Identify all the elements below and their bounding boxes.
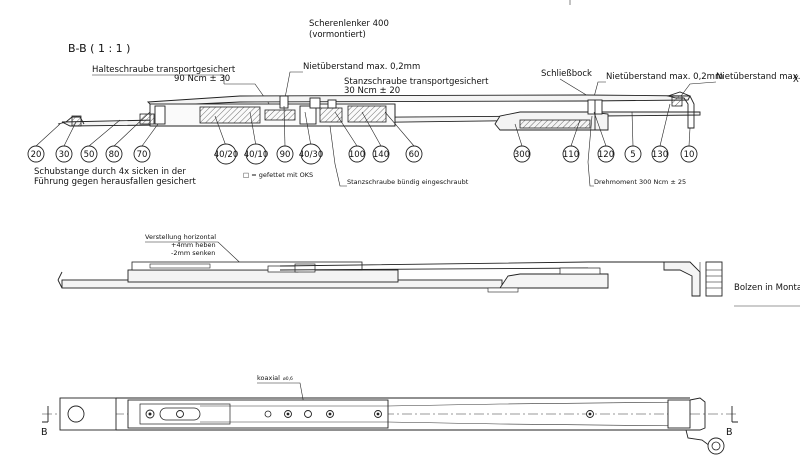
top-view: koaxial ø0,6 B B [41, 374, 738, 455]
svg-text:40/20: 40/20 [214, 150, 239, 160]
balloon-40-10: 40/10 [244, 143, 269, 165]
note-nietueberstand-right: Nietüberstand max. 0,2mm [716, 72, 800, 82]
note-koaxial: koaxial [257, 374, 280, 382]
svg-text:70: 70 [137, 150, 148, 160]
svg-text:60: 60 [409, 150, 420, 160]
side-view: Verstellung horizontal +4mm heben -2mm s… [57, 233, 723, 297]
balloon-110: 110 [562, 145, 580, 163]
note-drehmoment: Drehmoment 300 Ncm ± 25 [594, 178, 686, 186]
svg-text:50: 50 [84, 150, 95, 160]
scherenlenker-label: Scherenlenker 400 [309, 19, 389, 29]
section-mark-left: B [41, 427, 48, 438]
balloon-40-30: 40/30 [299, 143, 324, 165]
svg-text:120: 120 [598, 150, 614, 160]
section-mark-right: B [726, 427, 733, 438]
balloon-100: 100 [348, 145, 366, 163]
svg-text:20: 20 [31, 150, 42, 160]
balloon-leaders [35, 103, 691, 147]
note-stanzschraube-buendig: Stanzschraube bündig eingeschraubt [347, 178, 469, 186]
balloon-20: 20 [27, 145, 45, 163]
balloon-40-20: 40/20 [214, 143, 239, 165]
note-verstellung-heben: +4mm heben [171, 241, 216, 249]
svg-text:5: 5 [630, 150, 635, 160]
balloon-70: 70 [133, 145, 151, 163]
svg-text:100: 100 [349, 150, 365, 160]
note-schliessbock: Schließbock [541, 69, 592, 79]
balloon-30: 30 [55, 145, 73, 163]
note-stanzschraube: Stanzschraube transportgesichert [344, 77, 489, 87]
svg-text:140: 140 [373, 150, 389, 160]
note-verstellung: Verstellung horizontal [145, 233, 216, 241]
balloon-120: 120 [597, 145, 615, 163]
balloon-80: 80 [105, 145, 123, 163]
balloon-130: 130 [651, 145, 669, 163]
svg-text:110: 110 [563, 150, 579, 160]
section-title: B-B ( 1 : 1 ) [68, 42, 130, 55]
balloon-90: 90 [276, 145, 294, 163]
svg-text:40/30: 40/30 [299, 150, 324, 160]
note-nietueberstand-mid: Nietüberstand max. 0,2mm [606, 72, 723, 82]
scherenlenker-sublabel: (vormontiert) [309, 30, 366, 40]
note-stanzschraube-torque: 30 Ncm ± 20 [344, 86, 400, 96]
svg-text:80: 80 [109, 150, 120, 160]
note-koaxial-tol: ø0,6 [283, 376, 293, 382]
note-halteschraube-torque: 90 Ncm ± 30 [174, 74, 230, 84]
cut-letter-x: X [793, 75, 799, 85]
note-nietueberstand-left: Nietüberstand max. 0,2mm [303, 62, 420, 72]
balloon-50: 50 [80, 145, 98, 163]
note-schubstange-2: Führung gegen herausfallen gesichert [34, 177, 196, 187]
svg-text:30: 30 [59, 150, 70, 160]
section-view-bb [57, 91, 701, 131]
svg-text:130: 130 [652, 150, 668, 160]
note-bolzen: Bolzen in Montag [734, 283, 800, 293]
balloon-5: 5 [624, 145, 642, 163]
note-schubstange: Schubstange durch 4x sicken in der [34, 167, 186, 177]
svg-text:300: 300 [514, 150, 530, 160]
svg-text:40/10: 40/10 [244, 150, 269, 160]
svg-text:90: 90 [280, 150, 291, 160]
balloon-row: 20 30 50 80 70 40/20 40/10 90 40/30 100 … [27, 143, 698, 165]
note-gefettet: □ = gefettet mit OKS [243, 171, 313, 179]
note-verstellung-senken: -2mm senken [171, 249, 215, 257]
balloon-60: 60 [405, 145, 423, 163]
balloon-300: 300 [513, 145, 531, 163]
balloon-140: 140 [372, 145, 390, 163]
balloon-10: 10 [680, 145, 698, 163]
note-halteschraube: Halteschraube transportgesichert [92, 65, 236, 75]
svg-text:10: 10 [684, 150, 695, 160]
